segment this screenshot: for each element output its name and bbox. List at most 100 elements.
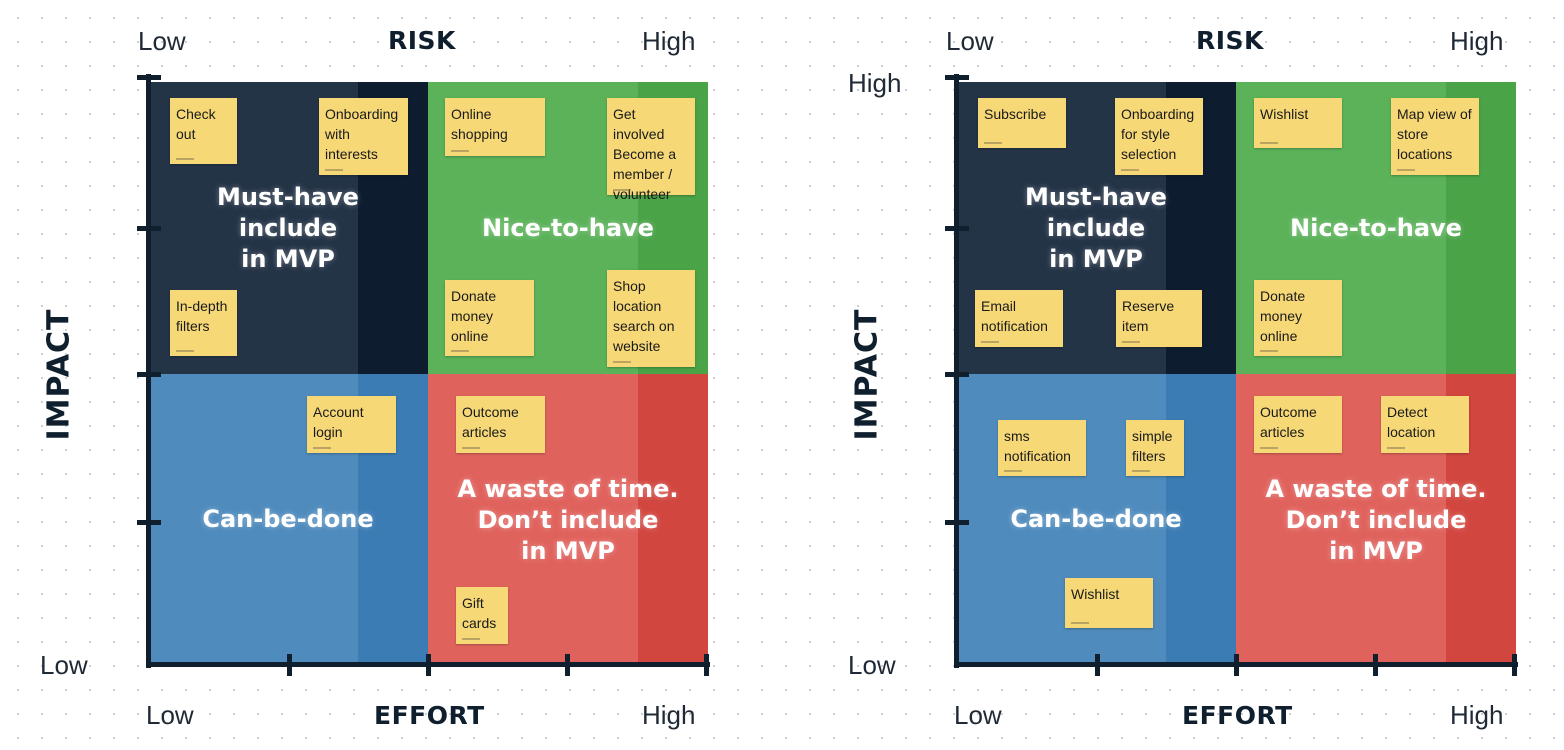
risk-axis-title: RISK bbox=[388, 26, 456, 55]
effort-low-label: Low bbox=[954, 700, 1002, 730]
effort-high-label: High bbox=[642, 700, 696, 730]
sticky-note-text: Get involved Become a member / volunteer bbox=[613, 106, 677, 202]
effort-axis-title: EFFORT bbox=[1182, 701, 1293, 730]
impact-axis-tick bbox=[137, 520, 161, 525]
impact-axis-tick bbox=[945, 520, 969, 525]
impact-axis-tick bbox=[945, 372, 969, 377]
sticky-note[interactable]: Reserve item bbox=[1116, 290, 1202, 347]
effort-axis-tick bbox=[1373, 654, 1378, 676]
sticky-note-author bbox=[984, 142, 1002, 144]
sticky-note-author bbox=[451, 150, 469, 152]
sticky-note-author bbox=[313, 447, 331, 449]
sticky-note-text: In-depth filters bbox=[176, 298, 228, 334]
sticky-note[interactable]: Check out bbox=[170, 98, 237, 164]
sticky-note[interactable]: Get involved Become a member / volunteer bbox=[607, 98, 695, 202]
sticky-note[interactable]: Shop location search on website bbox=[607, 270, 695, 367]
sticky-note-author bbox=[613, 189, 631, 191]
sticky-note[interactable]: Onboarding for style selection bbox=[1115, 98, 1203, 175]
impact-low-label: Low bbox=[848, 650, 896, 680]
sticky-note-text: Detect location bbox=[1387, 404, 1436, 440]
impact-axis-tick bbox=[137, 226, 161, 231]
impact-low-label: Low bbox=[40, 650, 88, 680]
sticky-note[interactable]: sms notification bbox=[998, 420, 1086, 476]
sticky-note-author bbox=[451, 350, 469, 352]
prioritization-matrix-1: Low RISK High IMPACT Low Must-have inclu… bbox=[0, 0, 760, 750]
sticky-note[interactable]: simple filters bbox=[1126, 420, 1184, 476]
sticky-note-author bbox=[1260, 142, 1278, 144]
impact-axis-title: IMPACT bbox=[41, 308, 77, 441]
effort-axis-tick bbox=[287, 654, 292, 676]
sticky-note-author bbox=[176, 350, 194, 352]
risk-low-label: Low bbox=[946, 26, 994, 56]
sticky-note[interactable]: Subscribe bbox=[978, 98, 1066, 148]
effort-axis-tick bbox=[704, 654, 709, 676]
quadrant-title-waste-of-time: A waste of time. Don’t include in MVP bbox=[457, 475, 679, 565]
sticky-note[interactable]: In-depth filters bbox=[170, 290, 237, 356]
effort-low-label: Low bbox=[146, 700, 194, 730]
quadrant-stripe bbox=[638, 374, 708, 664]
sticky-note[interactable]: Online shopping bbox=[445, 98, 545, 156]
sticky-note[interactable]: Gift cards bbox=[456, 587, 508, 644]
sticky-note-author bbox=[613, 361, 631, 363]
sticky-note[interactable]: Account login bbox=[307, 396, 396, 453]
effort-axis-tick bbox=[565, 654, 570, 676]
sticky-note-text: Email notification bbox=[981, 298, 1048, 334]
impact-high-label: High bbox=[848, 68, 902, 98]
sticky-note-author bbox=[462, 447, 480, 449]
sticky-note-author bbox=[1004, 470, 1022, 472]
effort-axis-tick bbox=[426, 654, 431, 676]
sticky-note-author bbox=[1387, 447, 1405, 449]
sticky-note[interactable]: Outcome articles bbox=[1254, 396, 1342, 453]
sticky-note-text: Gift cards bbox=[462, 595, 497, 631]
sticky-note-text: Shop location search on website bbox=[613, 278, 675, 354]
quadrant-title-nice-to-have: Nice-to-have bbox=[482, 214, 654, 242]
risk-high-label: High bbox=[642, 26, 696, 56]
impact-axis-line bbox=[146, 74, 151, 668]
impact-axis-tick bbox=[137, 75, 161, 80]
sticky-note-text: Account login bbox=[313, 404, 364, 440]
sticky-note-text: Outcome articles bbox=[462, 404, 519, 440]
quadrant-waste-of-time bbox=[1236, 374, 1516, 664]
sticky-note-author bbox=[462, 638, 480, 640]
sticky-note[interactable]: Onboarding with interests bbox=[319, 98, 408, 175]
sticky-note-author bbox=[1121, 169, 1139, 171]
sticky-note-author bbox=[1122, 341, 1140, 343]
effort-axis-tick bbox=[1095, 654, 1100, 676]
sticky-note-author bbox=[1397, 169, 1415, 171]
sticky-note-text: sms notification bbox=[1004, 428, 1071, 464]
quadrant-title-nice-to-have: Nice-to-have bbox=[1290, 214, 1462, 242]
prioritization-matrix-2: Low RISK High High IMPACT Low Must-have … bbox=[808, 0, 1564, 750]
sticky-note[interactable]: Email notification bbox=[975, 290, 1063, 347]
sticky-note-text: Onboarding for style selection bbox=[1121, 106, 1195, 162]
sticky-note-text: Donate money online bbox=[1260, 288, 1306, 344]
quadrant-title-must-have: Must-have include in MVP bbox=[217, 183, 359, 273]
sticky-note[interactable]: Wishlist bbox=[1065, 578, 1153, 628]
sticky-note[interactable]: Wishlist bbox=[1254, 98, 1342, 148]
sticky-note[interactable]: Map view of store locations bbox=[1391, 98, 1479, 175]
sticky-note[interactable]: Outcome articles bbox=[456, 396, 545, 453]
impact-axis-tick bbox=[945, 75, 969, 80]
sticky-note[interactable]: Donate money online bbox=[1254, 280, 1342, 356]
sticky-note-text: Check out bbox=[176, 106, 216, 142]
risk-high-label: High bbox=[1450, 26, 1504, 56]
sticky-note-author bbox=[176, 158, 194, 160]
sticky-note-author bbox=[1260, 350, 1278, 352]
sticky-note-text: Donate money online bbox=[451, 288, 497, 344]
impact-axis-line bbox=[954, 74, 959, 668]
sticky-note-text: Reserve item bbox=[1122, 298, 1175, 334]
impact-axis-tick bbox=[945, 226, 969, 231]
impact-axis-title: IMPACT bbox=[849, 308, 885, 441]
sticky-note-text: Online shopping bbox=[451, 106, 508, 142]
sticky-note-author bbox=[1260, 447, 1278, 449]
risk-low-label: Low bbox=[138, 26, 186, 56]
sticky-note[interactable]: Detect location bbox=[1381, 396, 1469, 453]
sticky-note-text: Wishlist bbox=[1260, 106, 1309, 122]
sticky-note-text: Onboarding with interests bbox=[325, 106, 399, 162]
quadrant-title-waste-of-time: A waste of time. Don’t include in MVP bbox=[1265, 475, 1487, 565]
effort-axis-title: EFFORT bbox=[374, 701, 485, 730]
sticky-note-author bbox=[1071, 622, 1089, 624]
effort-axis-tick bbox=[1512, 654, 1517, 676]
sticky-note-text: Outcome articles bbox=[1260, 404, 1317, 440]
sticky-note[interactable]: Donate money online bbox=[445, 280, 534, 356]
sticky-note-author bbox=[1132, 470, 1150, 472]
